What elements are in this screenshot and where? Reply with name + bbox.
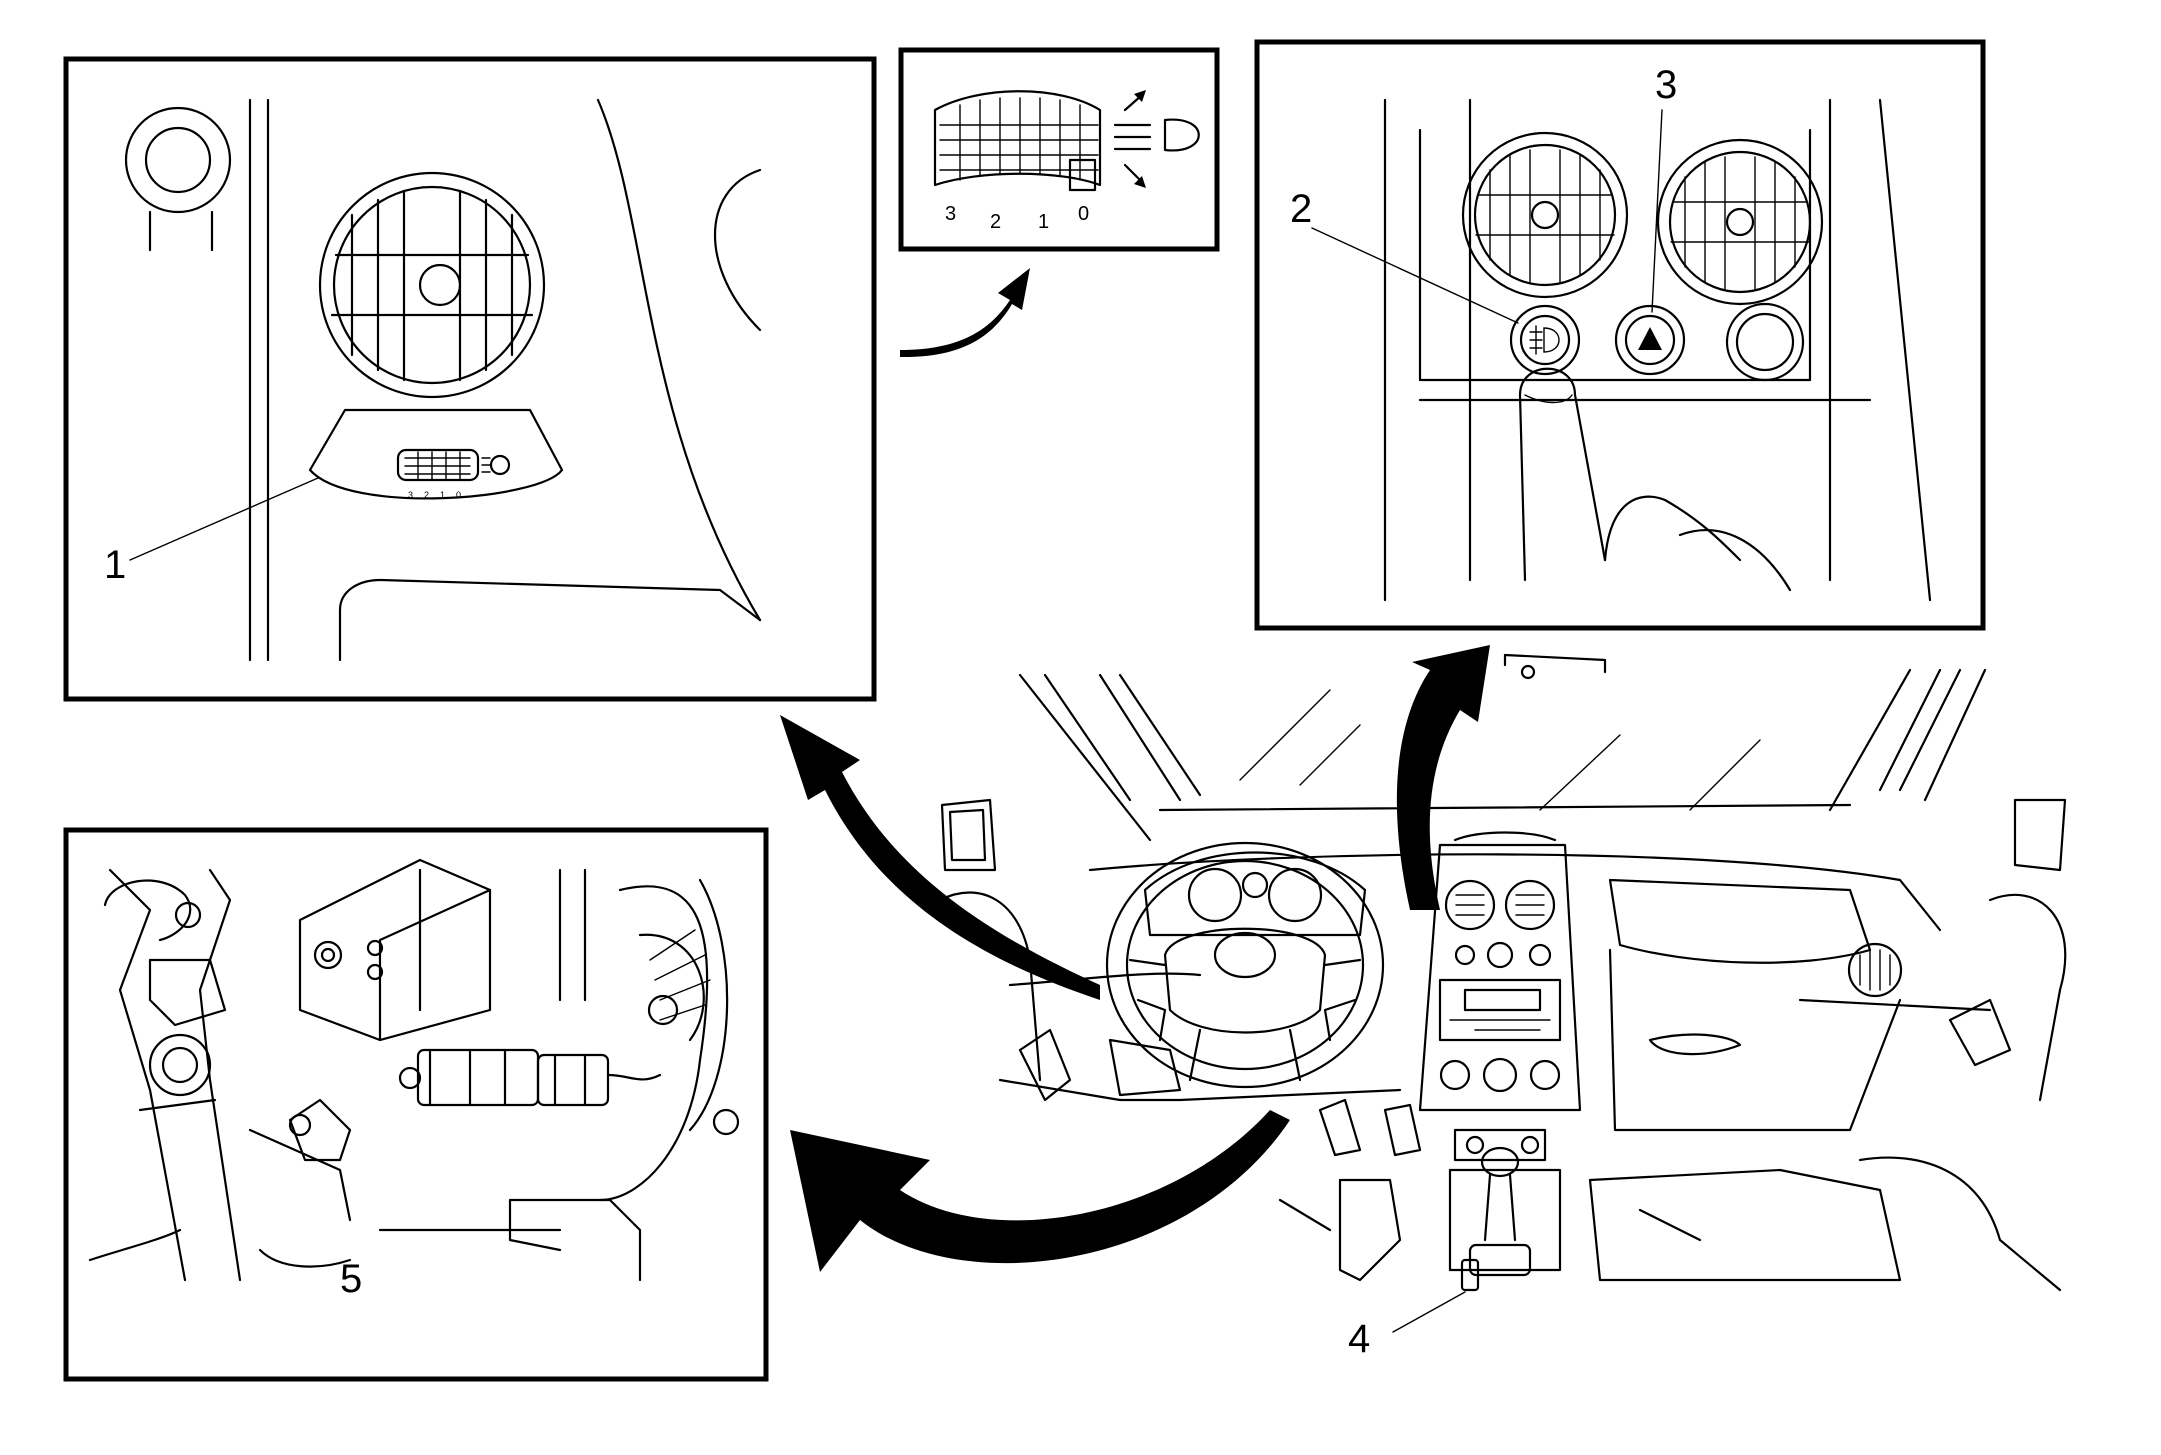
key-release-slot xyxy=(1460,1258,1480,1292)
center-stack xyxy=(1418,831,1582,1162)
headlamp-leveling-switch-small: 3 2 1 0 xyxy=(396,448,511,500)
finger-icon xyxy=(1518,367,1792,592)
panel-headlamp-leveling-location: 3 2 1 0 1 xyxy=(63,56,877,702)
blower-duct xyxy=(508,868,740,1282)
arrow-to-panel-5 xyxy=(790,1110,1290,1272)
passenger-vent-icon xyxy=(1847,942,1903,998)
scale-0: 0 xyxy=(1078,203,1089,225)
scale-1: 1 xyxy=(1038,211,1049,233)
hazard-switch xyxy=(1614,304,1686,376)
panel-headlamp-dial-detail: 3 2 1 0 xyxy=(898,47,1220,252)
glovebox xyxy=(1608,878,1872,964)
callout-5: 5 xyxy=(340,1257,362,1301)
vent-icon xyxy=(318,171,546,399)
callout-1: 1 xyxy=(104,543,126,587)
vent-right-icon xyxy=(1656,138,1824,306)
arrow-to-panel-1 xyxy=(780,715,1100,1000)
scale-3: 3 xyxy=(945,203,956,225)
headlamp-beam-icon xyxy=(1113,90,1200,188)
fog-lamp-icon xyxy=(1529,325,1560,355)
electrical-connector xyxy=(398,1048,662,1107)
headlamp-leveling-dial xyxy=(933,90,1102,192)
instrument-cluster xyxy=(1143,851,1367,937)
scale-2: 2 xyxy=(990,211,1001,233)
blank-switch xyxy=(1725,302,1805,382)
arrows xyxy=(780,268,1490,1272)
panel-center-switches: 3 2 xyxy=(1254,39,1986,631)
steering-wheel xyxy=(1105,841,1385,1089)
scale-small-2: 2 xyxy=(424,490,429,500)
scale-small-0: 0 xyxy=(456,490,461,500)
scale-small-3: 3 xyxy=(408,490,413,500)
gear-shifter xyxy=(1448,1146,1562,1277)
arrow-to-dial-detail xyxy=(900,268,1030,358)
stop-lamp-switch xyxy=(248,1098,352,1222)
vehicle-interior-view: 4 xyxy=(938,653,2067,1361)
arrow-to-panel-3 xyxy=(1396,645,1490,910)
steering-shaft xyxy=(103,868,242,1282)
callout-2: 2 xyxy=(1290,187,1312,231)
fog-lamp-switch xyxy=(1509,304,1581,376)
panel-under-dash-connector: 5 xyxy=(63,827,769,1382)
mounting-bracket xyxy=(298,858,492,1042)
scale-small-1: 1 xyxy=(440,490,445,500)
hazard-triangle-icon xyxy=(1638,327,1662,350)
callout-3: 3 xyxy=(1655,63,1677,107)
callout-4: 4 xyxy=(1348,1317,1370,1361)
vent-left-icon xyxy=(1461,131,1629,299)
